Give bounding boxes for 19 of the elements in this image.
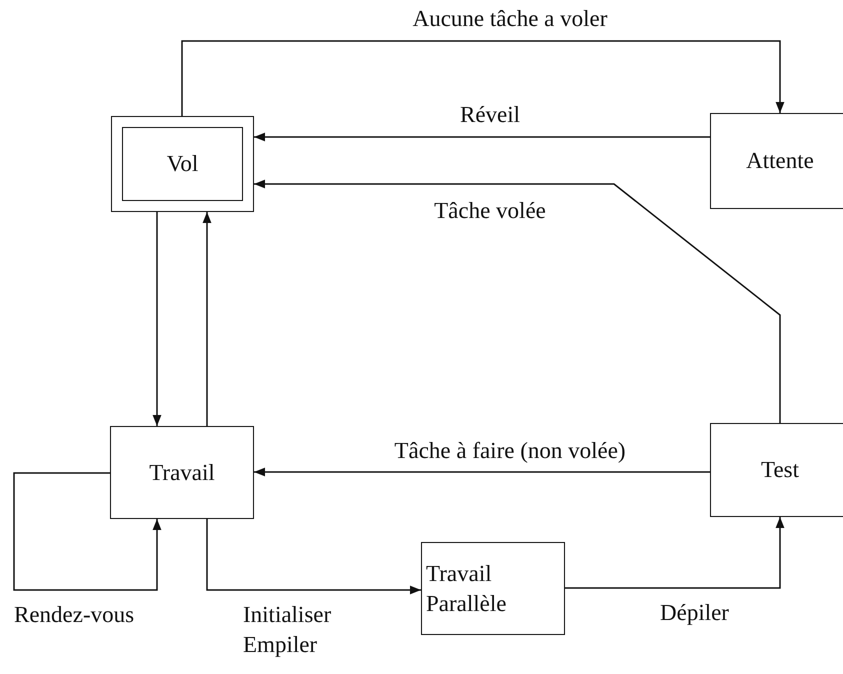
arrow <box>254 468 710 476</box>
arrow <box>206 519 421 594</box>
state-box <box>710 423 843 517</box>
arrow <box>13 472 162 591</box>
state-box <box>110 426 254 519</box>
state-box <box>421 542 565 635</box>
arrow <box>181 40 784 116</box>
node-label: Vol <box>166 150 198 178</box>
arrow <box>254 180 781 423</box>
arrow <box>152 212 162 426</box>
node-label: Travail Parallèle <box>426 560 508 618</box>
node-label: Travail <box>149 458 215 487</box>
double-bordered-state-box <box>111 116 254 212</box>
arrow <box>202 212 212 426</box>
state-box <box>710 113 843 209</box>
arrow <box>254 132 710 142</box>
arrow <box>565 517 784 589</box>
node-label: Attente <box>746 147 814 176</box>
node-label: Test <box>761 456 799 484</box>
